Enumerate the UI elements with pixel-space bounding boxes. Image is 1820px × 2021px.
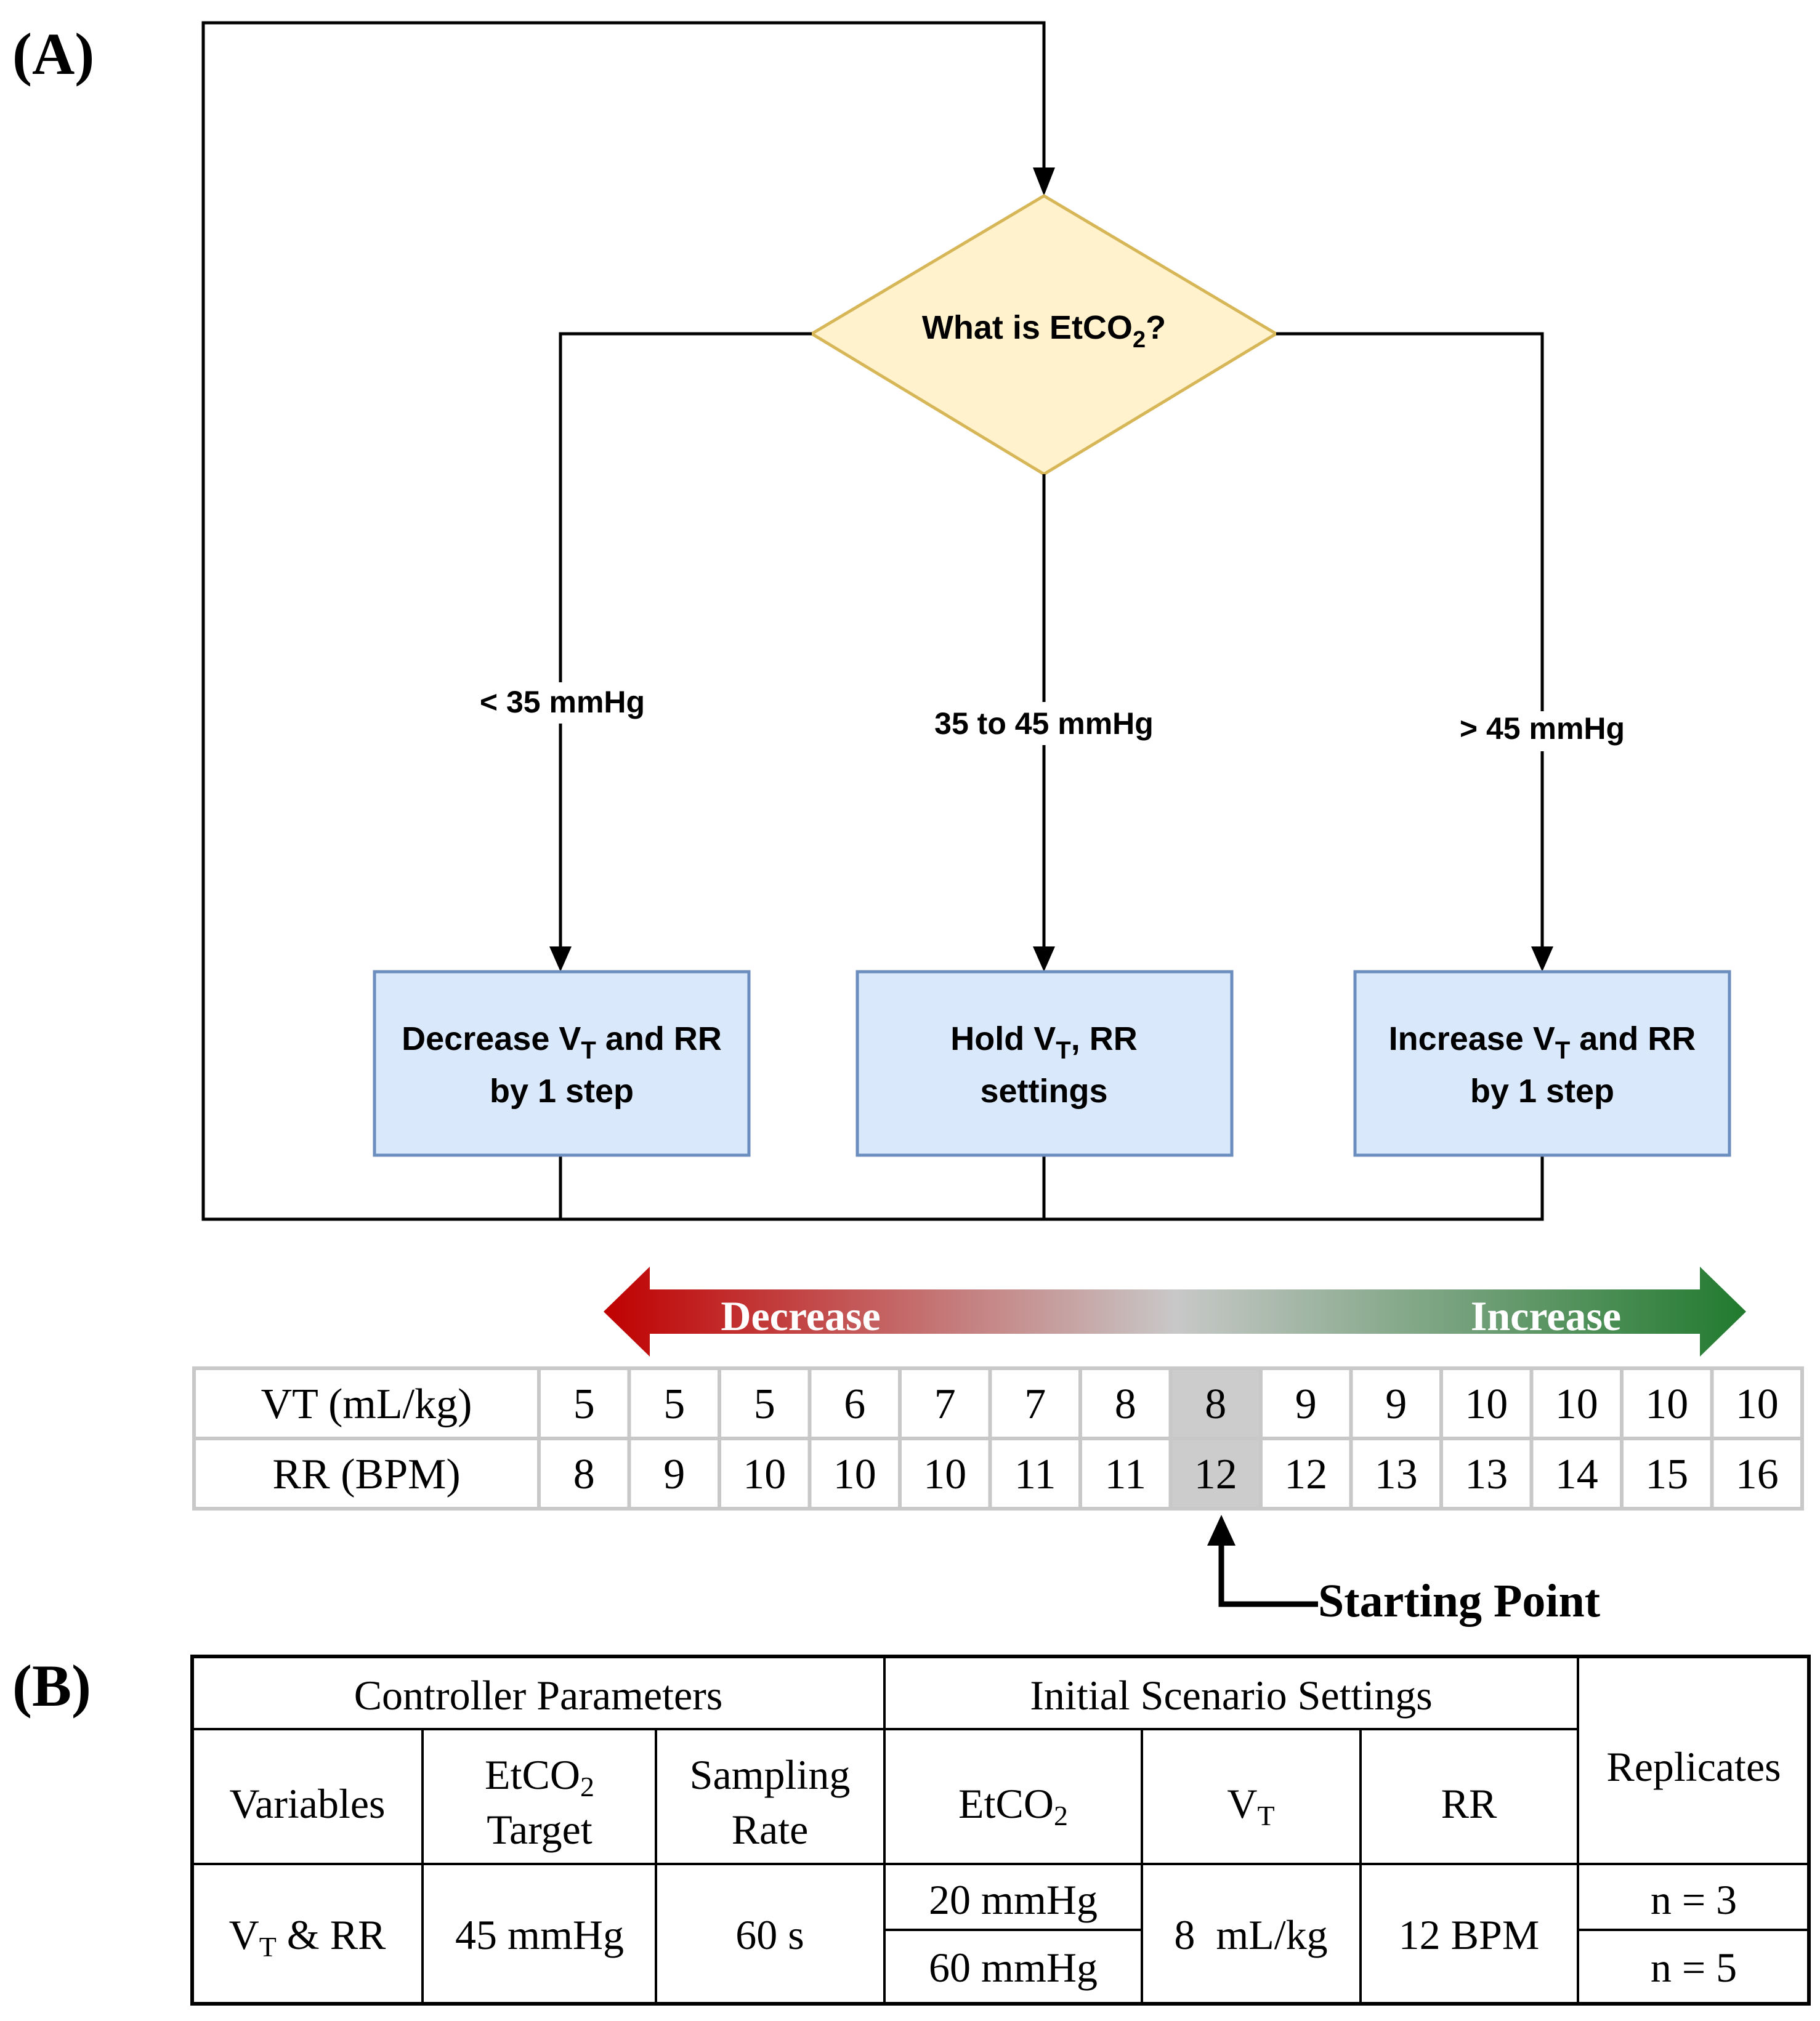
branch-lines [559, 332, 1544, 948]
vt-cell: 10 [1465, 1381, 1508, 1428]
vt-cell: 10 [1645, 1381, 1688, 1428]
val-etco2-target: 45 mmHg [455, 1911, 624, 1958]
val-etco2-60: 60 mmHg [929, 1944, 1098, 1991]
rr-cell: 10 [833, 1451, 876, 1498]
vt-cell: 5 [573, 1381, 595, 1428]
val-sampling-rate: 60 s [735, 1911, 804, 1958]
col-etco2: EtCO2 [958, 1780, 1068, 1831]
rr-cell: 16 [1736, 1451, 1779, 1498]
decrease-increase-arrow [604, 1267, 1746, 1357]
arrowhead-middle [1033, 946, 1055, 972]
arrowhead-left [549, 946, 572, 972]
vt-cell: 6 [844, 1381, 865, 1428]
decision-main: What is EtCO [922, 309, 1133, 346]
action-decrease-line2: by 1 step [490, 1073, 634, 1110]
branch-label-middle: 35 to 45 mmHg [934, 706, 1154, 741]
rr-cell: 12 [1284, 1451, 1327, 1498]
col-rr: RR [1441, 1780, 1497, 1827]
action-hold-line2: settings [980, 1073, 1107, 1110]
vt-cell: 9 [1385, 1381, 1407, 1428]
vt-cell: 10 [1736, 1381, 1779, 1428]
col-sampling-line2: Rate [732, 1806, 809, 1853]
rr-cell: 10 [743, 1451, 786, 1498]
vt-cell: 10 [1555, 1381, 1598, 1428]
step-table-grid [192, 1366, 1804, 1511]
vt-cell: 7 [934, 1381, 956, 1428]
rr-row-label: RR (BPM) [272, 1451, 460, 1498]
col-vt: VT [1227, 1780, 1274, 1831]
rr-cell: 14 [1555, 1451, 1598, 1498]
rr-cell: 12 [1194, 1451, 1237, 1498]
feedback-loop [201, 21, 1544, 1221]
rr-cell: 13 [1465, 1451, 1508, 1498]
action-increase-line1: Increase VT and RR [1389, 1020, 1696, 1064]
val-variables: VT & RR [229, 1911, 386, 1963]
action-increase-line2: by 1 step [1470, 1073, 1614, 1110]
rr-cell: 11 [1014, 1451, 1056, 1498]
rr-cell: 13 [1375, 1451, 1418, 1498]
starting-point-label: Starting Point [1318, 1575, 1600, 1627]
arrowhead-right [1531, 946, 1553, 972]
panel-b-label: (B) [12, 1653, 91, 1719]
vt-cell: 8 [1205, 1381, 1226, 1428]
branch-label-left: < 35 mmHg [480, 685, 645, 719]
val-rr: 12 BPM [1399, 1911, 1540, 1958]
decision-text: What is EtCO2? [922, 309, 1166, 353]
branch-label-right: > 45 mmHg [1460, 711, 1625, 746]
decision-sub: 2 [1133, 327, 1146, 353]
rr-cell: 15 [1645, 1451, 1688, 1498]
action-box-hold [855, 970, 1234, 1157]
col-etco2-target-line2: Target [487, 1806, 593, 1853]
val-vt: 8 mL/kg [1174, 1911, 1327, 1958]
vt-cell: 9 [1295, 1381, 1317, 1428]
action-decrease-line1: Decrease VT and RR [402, 1020, 722, 1064]
val-replicates-5: n = 5 [1651, 1944, 1737, 1991]
vt-cell: 7 [1024, 1381, 1046, 1428]
vt-cell: 5 [663, 1381, 685, 1428]
increase-label: Increase [1471, 1293, 1621, 1339]
action-hold-line1: Hold VT, RR [950, 1020, 1137, 1064]
header-controller-parameters: Controller Parameters [354, 1672, 723, 1719]
vt-cell: 5 [754, 1381, 775, 1428]
header-replicates: Replicates [1606, 1743, 1781, 1790]
action-box-decrease [373, 970, 751, 1157]
loop-arrowhead [1033, 167, 1055, 196]
vt-row-label: VT (mL/kg) [261, 1381, 472, 1428]
decrease-label: Decrease [721, 1293, 880, 1339]
panel-a-label: (A) [12, 21, 94, 87]
val-etco2-20: 20 mmHg [929, 1876, 1098, 1923]
starting-point-pointer [1207, 1515, 1318, 1607]
header-initial-scenario-settings: Initial Scenario Settings [1030, 1672, 1432, 1719]
decision-suffix: ? [1146, 309, 1166, 346]
rr-cell: 11 [1105, 1451, 1146, 1498]
settings-table [190, 1655, 1811, 2006]
col-sampling-line1: Sampling [690, 1751, 851, 1798]
col-etco2-target-line1: EtCO2 [485, 1751, 594, 1802]
vt-cell: 8 [1115, 1381, 1136, 1428]
action-box-increase [1353, 970, 1731, 1157]
step-table: VT (mL/kg) RR (BPM) 5 8 5 9 5 10 6 10 7 10 7 11 8 11 8 12… [192, 1366, 1804, 1511]
col-variables: Variables [229, 1780, 385, 1827]
val-replicates-3: n = 3 [1651, 1876, 1737, 1923]
rr-cell: 8 [573, 1451, 595, 1498]
rr-cell: 10 [923, 1451, 966, 1498]
rr-cell: 9 [663, 1451, 685, 1498]
